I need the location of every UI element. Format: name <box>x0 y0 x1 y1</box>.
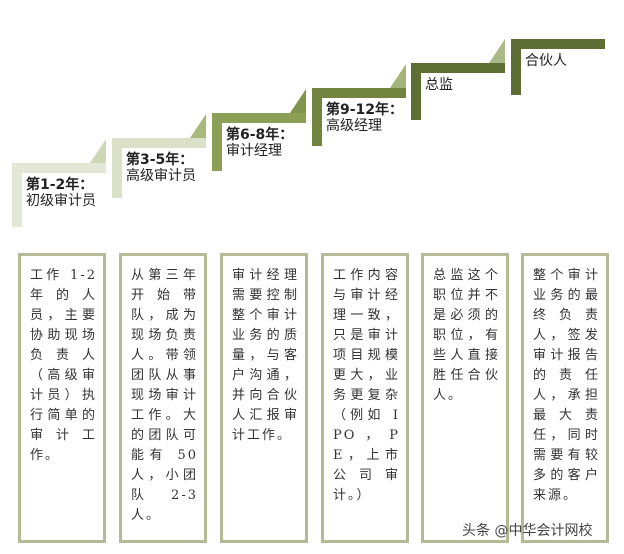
step-arrow <box>90 139 106 163</box>
description-box-audit-manager: 审计经理需要控制整个审计业务的质量，与客户沟通，并向合伙人汇报审计工作。 <box>220 253 308 543</box>
description-box-senior-manager: 工作内容与审计经理一致，只是审计项目规模更大，业务更复杂（例如 IPO，PE，上… <box>321 253 409 543</box>
step-bar <box>112 138 206 148</box>
step-bar <box>212 113 222 171</box>
step-bar <box>511 39 605 49</box>
step-bar <box>312 88 322 146</box>
step-label: 第6-8年：审计经理 <box>226 127 294 159</box>
step-label: 第9-12年：高级经理 <box>326 102 404 134</box>
step-label: 合伙人 <box>525 53 567 69</box>
step-bar <box>212 113 306 123</box>
step-bar <box>12 163 106 173</box>
description-box-partner: 整个审计业务的最终负责人，签发审计报告的责任人，承担最大责任，同时需要有较多的客… <box>521 253 609 543</box>
step-arrow <box>290 89 306 113</box>
step-bar <box>511 39 521 95</box>
step-arrow <box>390 64 406 88</box>
step-label: 总监 <box>425 77 453 93</box>
step-bar <box>112 138 122 198</box>
description-box-senior-auditor: 从第三年开始带队，成为现场负责人。带领团队从事现场审计工作。大的团队可能有 50… <box>119 253 207 543</box>
step-label: 第1-2年：初级审计员 <box>26 177 96 209</box>
description-box-junior-auditor: 工作 1-2 年的人员，主要协助现场负责人（高级审计员）执行简单的审计工作。 <box>18 253 106 543</box>
step-bar <box>411 63 505 73</box>
step-bar <box>312 88 406 98</box>
step-label: 第3-5年：高级审计员 <box>126 152 196 184</box>
watermark: 头条 @中华会计网校 <box>462 523 593 539</box>
step-arrow <box>190 114 206 138</box>
description-box-director: 总监这个职位并不是必须的职位，有些人直接胜任合伙人。 <box>421 253 509 543</box>
step-arrow <box>489 39 505 63</box>
step-bar <box>411 63 421 120</box>
step-bar <box>12 163 22 227</box>
